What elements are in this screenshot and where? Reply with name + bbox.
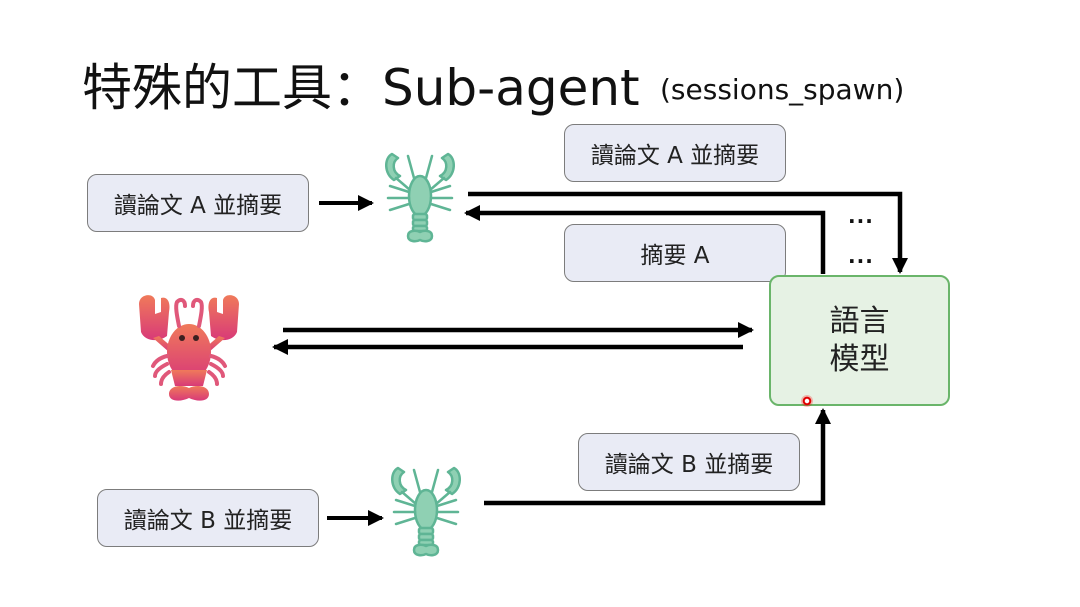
ellipsis-upper: ... [848, 204, 874, 228]
slide-title: 特殊的工具：Sub-agent [82, 59, 640, 117]
main-agent-lobster-icon [139, 295, 239, 401]
ellipsis-lower: ... [848, 244, 874, 268]
subagent-a-lobster-icon [385, 152, 455, 243]
language-model-line2: 模型 [829, 341, 890, 377]
task-a-forward-box: 讀論文 A 並摘要 [564, 124, 786, 182]
task-b-input-box: 讀論文 B 並摘要 [97, 489, 319, 547]
pointer-cursor-indicator [801, 395, 813, 407]
task-a-input-box: 讀論文 A 並摘要 [87, 174, 309, 232]
language-model-line1: 語言 [829, 303, 890, 339]
slide-subtitle: (sessions_spawn) [660, 73, 905, 106]
task-b-forward-box: 讀論文 B 並摘要 [578, 433, 800, 491]
summary-a-box: 摘要 A [564, 224, 786, 282]
language-model-box: 語言 模型 [769, 275, 950, 406]
subagent-b-lobster-icon [391, 466, 461, 557]
